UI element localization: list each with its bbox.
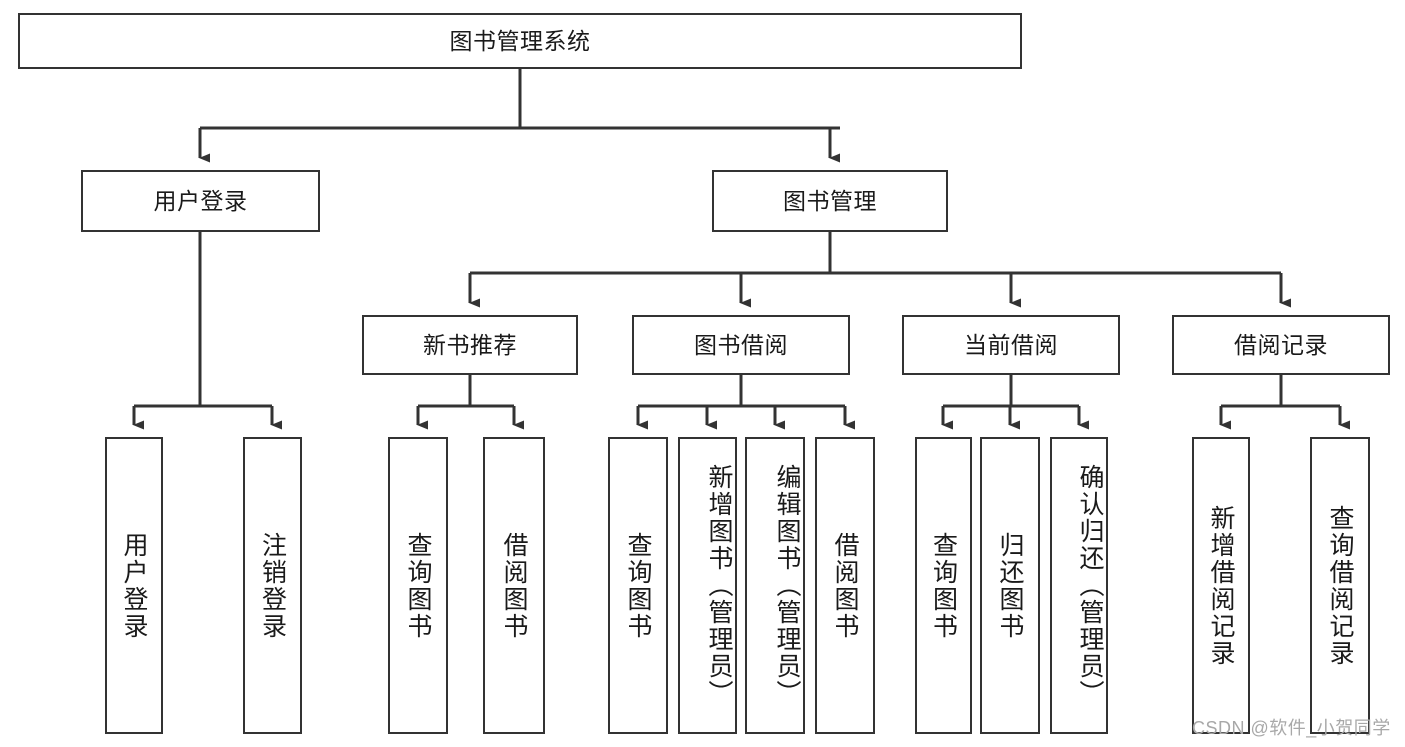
node-leaf-borrow-book-label: 借阅图书 — [831, 531, 859, 640]
node-leaf-user-login[interactable]: 用户登录 — [105, 437, 163, 734]
node-leaf-borrow-book-recommend[interactable]: 借阅图书 — [483, 437, 545, 734]
node-leaf-edit-book[interactable]: 编辑图书（管理员） — [745, 437, 805, 734]
node-leaf-add-book[interactable]: 新增图书（管理员） — [678, 437, 737, 734]
node-book-manage[interactable]: 图书管理 — [712, 170, 948, 232]
node-current-borrow[interactable]: 当前借阅 — [902, 315, 1120, 375]
node-book-borrow-label: 图书借阅 — [694, 331, 788, 358]
node-book-manage-label: 图书管理 — [783, 187, 877, 214]
node-leaf-query-book-current-label: 查询图书 — [929, 531, 958, 640]
node-new-book-recommend-label: 新书推荐 — [423, 331, 517, 358]
node-leaf-query-book-borrow[interactable]: 查询图书 — [608, 437, 668, 734]
node-user-login[interactable]: 用户登录 — [81, 170, 320, 232]
node-leaf-borrow-book[interactable]: 借阅图书 — [815, 437, 875, 734]
node-leaf-edit-book-label: 编辑图书（管理员） — [773, 464, 801, 707]
watermark-text: CSDN @软件_小贺同学 — [1192, 718, 1391, 738]
node-leaf-query-book-current[interactable]: 查询图书 — [915, 437, 972, 734]
node-leaf-borrow-book-recommend-label: 借阅图书 — [500, 531, 528, 640]
node-borrow-record-label: 借阅记录 — [1234, 331, 1328, 358]
node-book-borrow[interactable]: 图书借阅 — [632, 315, 850, 375]
node-user-login-label: 用户登录 — [153, 187, 248, 214]
node-leaf-query-borrow-record[interactable]: 查询借阅记录 — [1310, 437, 1370, 734]
node-leaf-add-book-label: 新增图书（管理员） — [705, 464, 733, 707]
node-leaf-user-login-label: 用户登录 — [120, 531, 148, 640]
node-leaf-query-borrow-record-label: 查询借阅记录 — [1326, 504, 1354, 667]
node-leaf-query-book-recommend-label: 查询图书 — [404, 531, 432, 640]
node-leaf-add-borrow-record-label: 新增借阅记录 — [1207, 504, 1235, 667]
node-leaf-return-book[interactable]: 归还图书 — [980, 437, 1040, 734]
node-leaf-confirm-return[interactable]: 确认归还（管理员） — [1050, 437, 1108, 734]
node-root[interactable]: 图书管理系统 — [18, 13, 1022, 69]
node-leaf-query-book-recommend[interactable]: 查询图书 — [388, 437, 448, 734]
node-leaf-confirm-return-label: 确认归还（管理员） — [1076, 464, 1104, 707]
node-leaf-query-book-borrow-label: 查询图书 — [624, 531, 652, 640]
node-current-borrow-label: 当前借阅 — [964, 331, 1058, 358]
node-leaf-logout[interactable]: 注销登录 — [243, 437, 302, 734]
node-borrow-record[interactable]: 借阅记录 — [1172, 315, 1390, 375]
node-leaf-logout-label: 注销登录 — [258, 531, 287, 640]
node-new-book-recommend[interactable]: 新书推荐 — [362, 315, 578, 375]
node-leaf-add-borrow-record[interactable]: 新增借阅记录 — [1192, 437, 1250, 734]
node-root-label: 图书管理系统 — [449, 27, 591, 54]
node-leaf-return-book-label: 归还图书 — [996, 531, 1024, 640]
